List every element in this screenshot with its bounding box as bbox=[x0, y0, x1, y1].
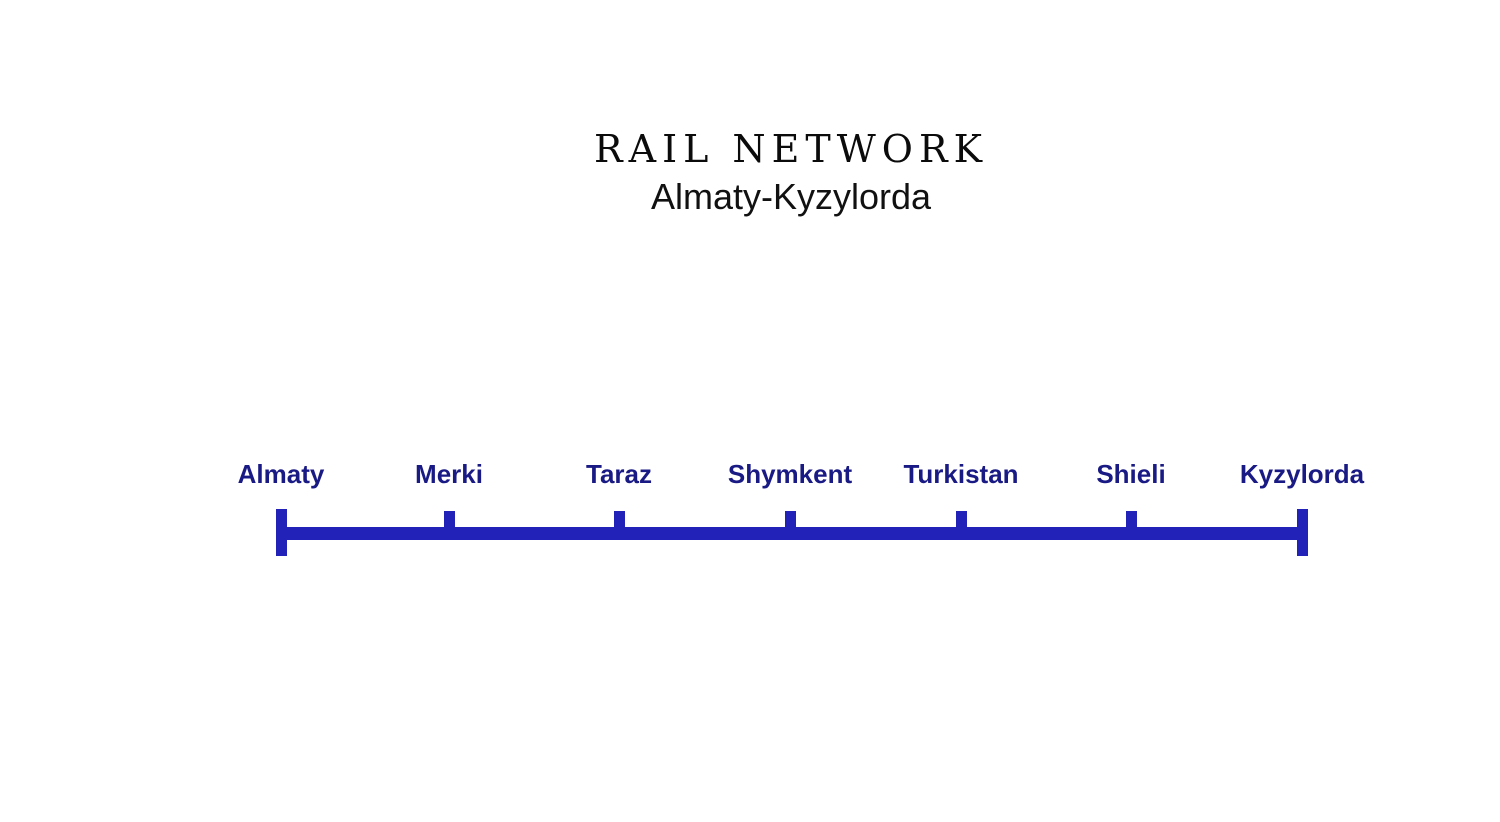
station-label: Merki bbox=[415, 459, 483, 489]
station-tick bbox=[613, 511, 625, 540]
station-label: Turkistan bbox=[903, 459, 1019, 489]
terminus-cap bbox=[1296, 509, 1308, 556]
station-label: Taraz bbox=[586, 459, 652, 489]
station-label: Shymkent bbox=[727, 459, 853, 489]
station-label: Kyzylorda bbox=[1239, 459, 1365, 489]
diagram-title: RAIL NETWORK bbox=[594, 127, 988, 171]
station-tick bbox=[784, 511, 796, 540]
station-tick bbox=[955, 511, 967, 540]
station-tick bbox=[443, 511, 455, 540]
station-label: Shieli bbox=[1096, 459, 1166, 489]
diagram-header: RAIL NETWORK Almaty-Kyzylorda bbox=[594, 124, 988, 220]
diagram-subtitle: Almaty-Kyzylorda bbox=[650, 176, 932, 217]
terminus-cap bbox=[275, 509, 287, 556]
station-label: Almaty bbox=[237, 459, 325, 489]
station-tick bbox=[1125, 511, 1137, 540]
